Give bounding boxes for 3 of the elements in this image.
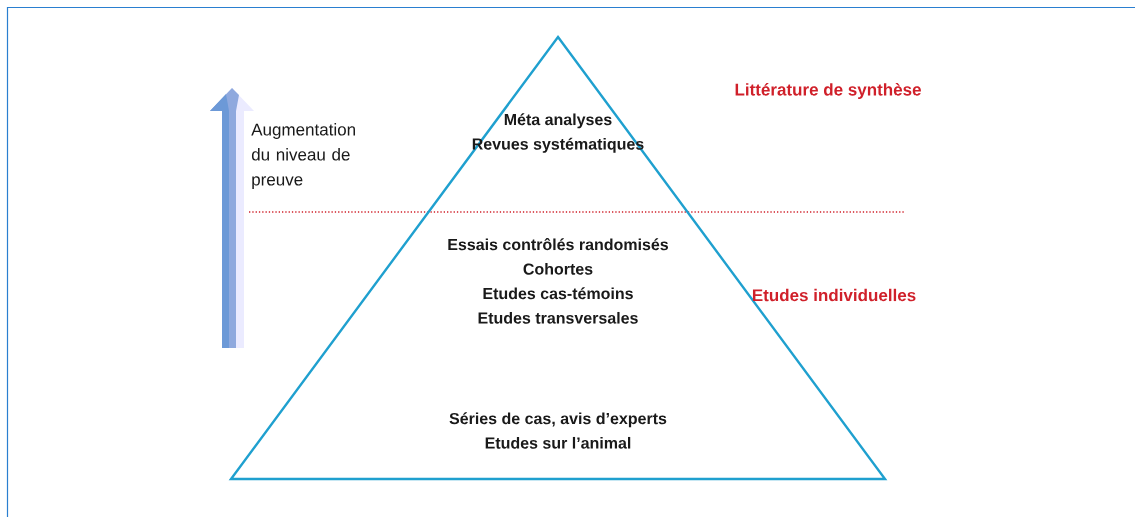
- section-label: Littérature de synthèse: [735, 83, 921, 99]
- section-label: Etudes individuelles: [752, 288, 916, 302]
- arrow-caption: Augmentation du niveau de preuve: [251, 123, 355, 189]
